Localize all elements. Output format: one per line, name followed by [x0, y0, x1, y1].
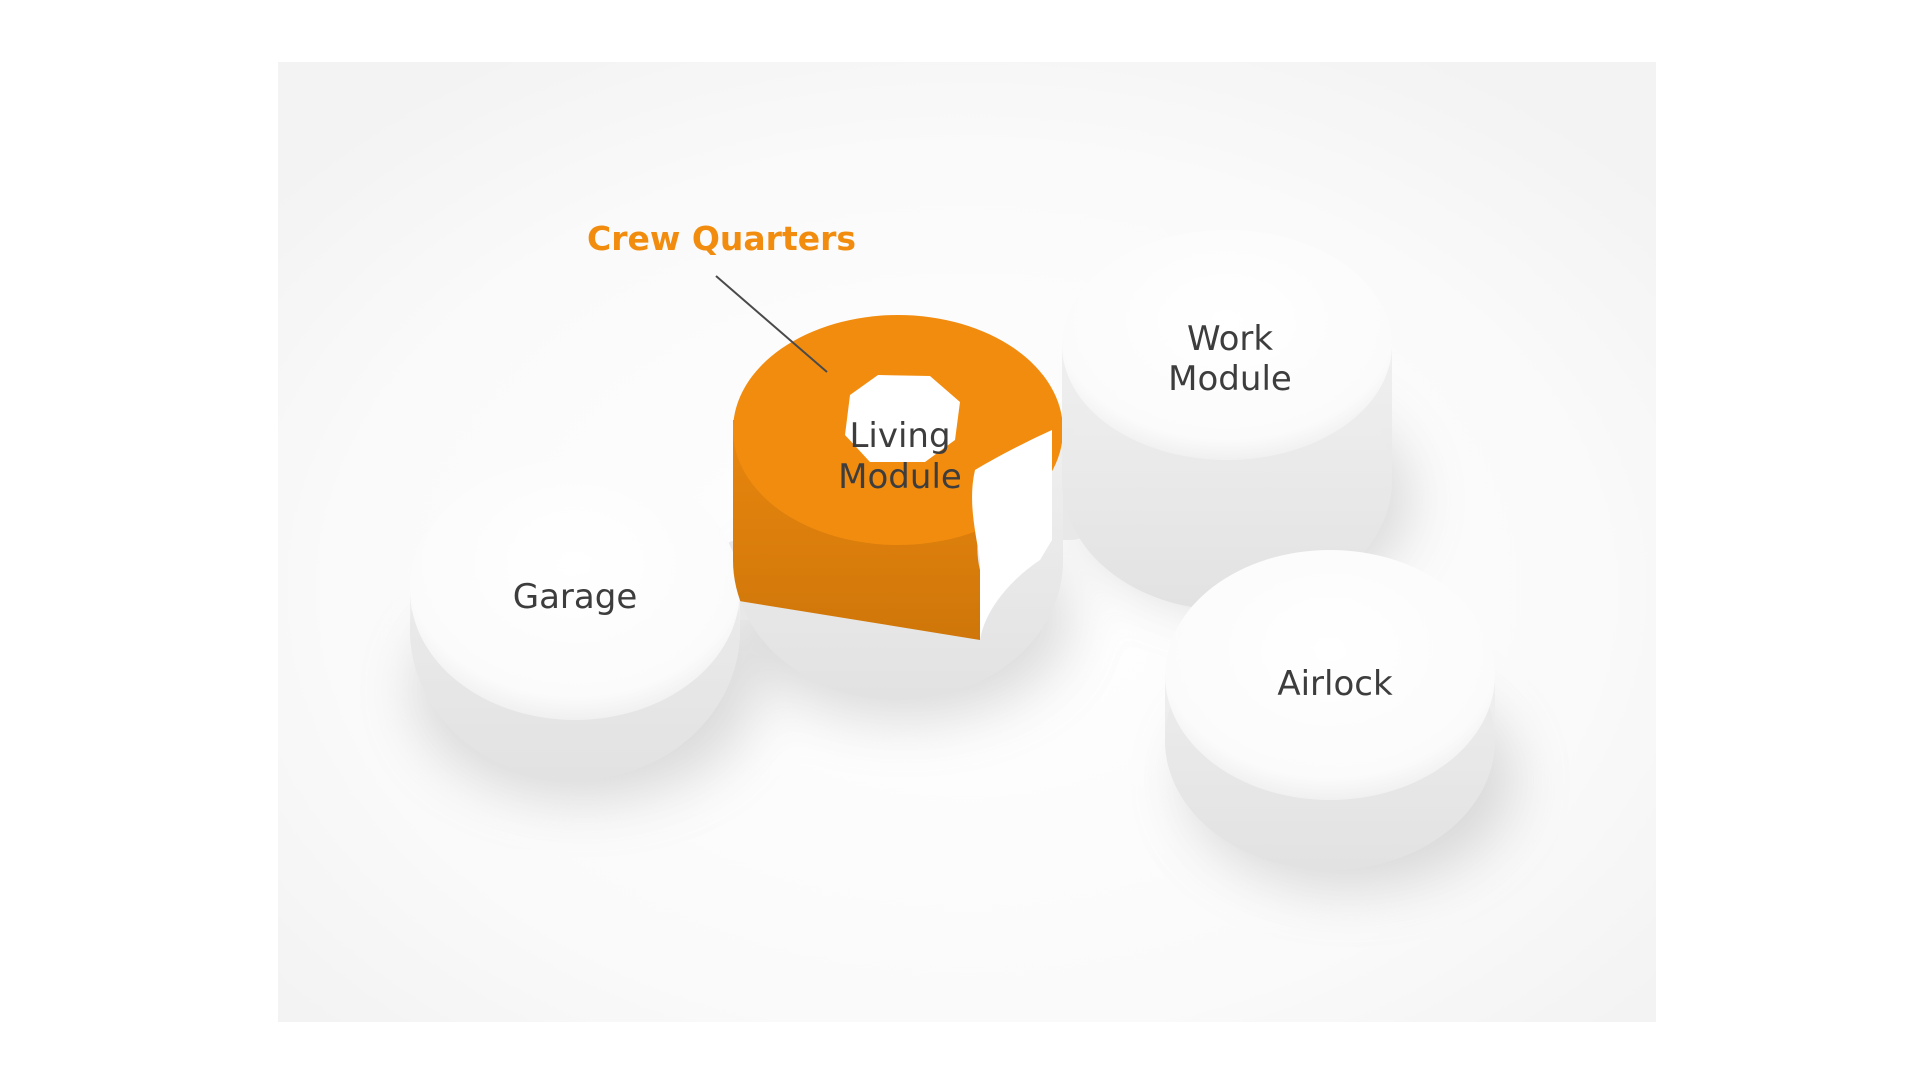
- work-module[interactable]: Work Module: [1062, 230, 1392, 610]
- living-module[interactable]: Living Module: [733, 315, 1063, 700]
- crew-quarters-callout: Crew Quarters: [587, 219, 856, 373]
- work-label-line1: Work: [1187, 319, 1273, 359]
- living-label-line2: Module: [838, 457, 962, 497]
- living-label-line1: Living: [849, 416, 950, 456]
- airlock-label: Airlock: [1277, 664, 1393, 704]
- garage-module[interactable]: Garage: [410, 460, 740, 780]
- callout-label: Crew Quarters: [587, 219, 856, 258]
- garage-label: Garage: [513, 577, 638, 617]
- callout-leader-line: [715, 275, 828, 373]
- airlock-module[interactable]: Airlock: [1165, 550, 1495, 870]
- work-label-line2: Module: [1168, 359, 1292, 399]
